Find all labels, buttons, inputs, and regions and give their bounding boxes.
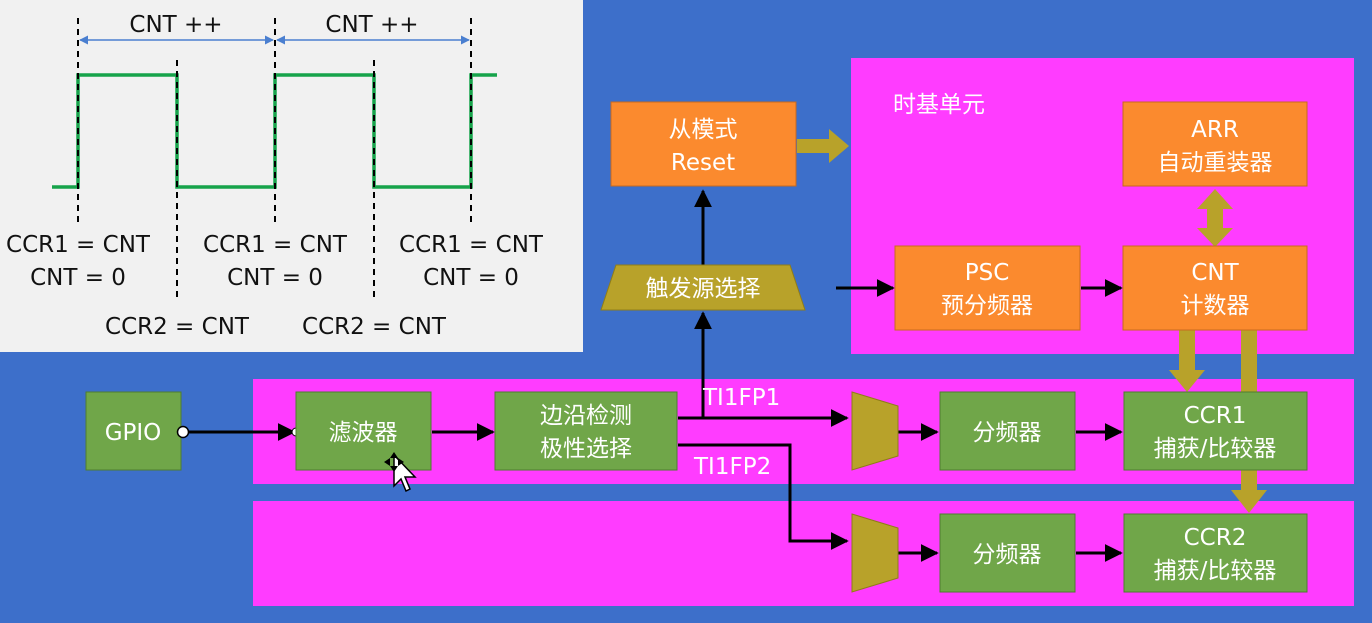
gpio-block (85, 391, 182, 471)
arr-sublabel: 自动重装器 (1158, 150, 1273, 176)
channel-2-mux (851, 513, 899, 593)
ccr2-block (1123, 513, 1308, 593)
channel-2-prescaler-label: 分频器 (973, 542, 1042, 568)
ti1fp2-wire (678, 443, 849, 550)
period-label-1: CNT ++ (129, 12, 222, 38)
reset-label-1-cnt: CNT = 0 (30, 265, 126, 291)
filter-label: 滤波器 (329, 420, 398, 446)
cnt-label: CNT (1191, 260, 1239, 286)
slave-mode-label: 从模式 (669, 117, 738, 143)
arr-label: ARR (1191, 117, 1239, 143)
ti1fp2-label: TI1FP2 (693, 454, 771, 480)
ccr2-label: CCR2 (1184, 525, 1247, 551)
reset-label-1-ccr1: CCR1 = CNT (6, 232, 151, 258)
edge-detect-label: 边沿检测 (540, 403, 632, 429)
ccr2-sublabel: 捕获/比较器 (1154, 558, 1277, 584)
cnt-block (1122, 245, 1308, 331)
ccr1-sublabel: 捕获/比较器 (1154, 436, 1277, 462)
period-label-2: CNT ++ (325, 12, 418, 38)
slave-mode-to-timebase-arrow (797, 129, 849, 163)
trigger-source-select-label: 触发源选择 (646, 276, 761, 302)
fall-label-2-ccr2: CCR2 = CNT (302, 314, 447, 340)
filter-block (295, 391, 432, 471)
cnt-to-ccr1-arrow (1169, 330, 1205, 392)
trigger-source-select-block (600, 264, 806, 311)
cnt-sublabel: 计数器 (1181, 293, 1250, 319)
arr-block (1122, 101, 1308, 187)
channel-1-prescaler-block (939, 391, 1076, 471)
edge-polarity-block (494, 391, 678, 471)
psc-label: PSC (965, 260, 1010, 286)
channel-1-prescaler-label: 分频器 (973, 420, 1042, 446)
fall-label-1-ccr2: CCR2 = CNT (105, 314, 250, 340)
waveform-panel: CNT ++ CNT ++ CCR1 = CNT CNT = 0 CCR1 = … (0, 0, 583, 352)
psc-block (894, 245, 1081, 331)
ccr1-label: CCR1 (1184, 403, 1247, 429)
psc-sublabel: 预分频器 (941, 293, 1033, 319)
channel-1-mux (851, 391, 899, 471)
time-base-unit-label: 时基单元 (893, 92, 985, 118)
polarity-select-label: 极性选择 (540, 436, 632, 462)
channel-2-prescaler-block (939, 513, 1076, 593)
waveform-panel-bg (0, 0, 583, 352)
arr-cnt-bidirectional-arrow (1197, 189, 1233, 247)
reset-label-2-ccr1: CCR1 = CNT (203, 232, 348, 258)
reset-label-3-cnt: CNT = 0 (423, 265, 519, 291)
gpio-output-pin-icon (176, 425, 190, 439)
move-cursor-icon (384, 452, 417, 493)
ccr1-block (1123, 391, 1308, 471)
ti1fp1-label: TI1FP1 (702, 385, 780, 411)
reset-label-2-cnt: CNT = 0 (227, 265, 323, 291)
reset-label-3-ccr1: CCR1 = CNT (399, 232, 544, 258)
gpio-label: GPIO (105, 420, 162, 446)
slave-mode-reset-block (610, 101, 797, 187)
slave-mode-reset-label: Reset (671, 150, 735, 176)
